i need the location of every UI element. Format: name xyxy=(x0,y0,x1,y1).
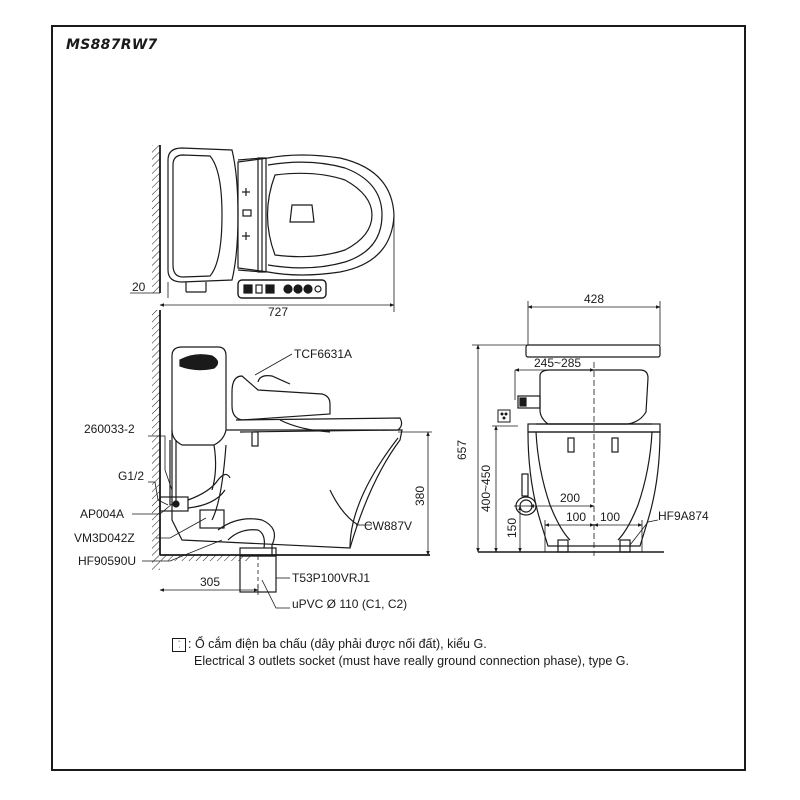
tank-top xyxy=(167,147,239,283)
wall-hatch-side xyxy=(152,310,160,570)
dim-wall-gap: 20 xyxy=(132,280,146,294)
dim-valve-height: 150 xyxy=(505,518,519,538)
label-upvc: uPVC Ø 110 (C1, C2) xyxy=(292,597,407,611)
top-view xyxy=(130,145,395,312)
wall-hatch-top xyxy=(152,145,160,293)
dim-foot-right: 100 xyxy=(600,510,620,524)
note-en: Electrical 3 outlets socket (must have r… xyxy=(194,654,629,668)
bowl-front xyxy=(527,431,661,547)
dim-drain-offset: 305 xyxy=(200,575,220,589)
drain-pipe xyxy=(217,518,275,555)
socket-note: ∙∙∙: Ổ cắm điện ba chấu (dây phải được n… xyxy=(172,636,629,670)
dim-height: 657 xyxy=(455,440,469,460)
dim-outlet-range: 400~450 xyxy=(479,465,493,512)
label-260033: 260033-2 xyxy=(84,422,135,436)
seat-front xyxy=(525,344,661,358)
label-t53p: T53P100VRJ1 xyxy=(292,571,370,585)
drawing-frame xyxy=(51,25,746,771)
dim-foot-left: 100 xyxy=(566,510,586,524)
dim-seat-range: 245~285 xyxy=(534,356,581,370)
label-toilet: CW887V xyxy=(364,519,412,533)
seat-side xyxy=(231,375,331,421)
side-view xyxy=(132,310,432,609)
model-title: MS887RW7 xyxy=(66,37,158,53)
label-g12: G1/2 xyxy=(118,469,144,483)
dim-socket-height: 200 xyxy=(560,491,580,505)
label-hf9a874: HF9A874 xyxy=(658,509,709,523)
supply-pipe xyxy=(169,440,177,505)
socket-icon: ∙∙∙ xyxy=(172,638,186,652)
label-seat: TCF6631A xyxy=(294,347,352,361)
bowl-opening-top xyxy=(289,204,315,223)
dim-width: 428 xyxy=(584,292,604,306)
note-vi: : Ổ cắm điện ba chấu (dây phải được nối … xyxy=(188,637,487,651)
socket-symbol-marker xyxy=(497,409,511,423)
label-vm3d042z: VM3D042Z xyxy=(74,531,135,545)
front-view xyxy=(472,301,664,556)
control-panel xyxy=(237,279,327,299)
label-hf90590u: HF90590U xyxy=(78,554,136,568)
dim-bowl-height: 380 xyxy=(413,486,427,506)
dim-length: 727 xyxy=(268,305,288,319)
label-ap004a: AP004A xyxy=(80,507,124,521)
